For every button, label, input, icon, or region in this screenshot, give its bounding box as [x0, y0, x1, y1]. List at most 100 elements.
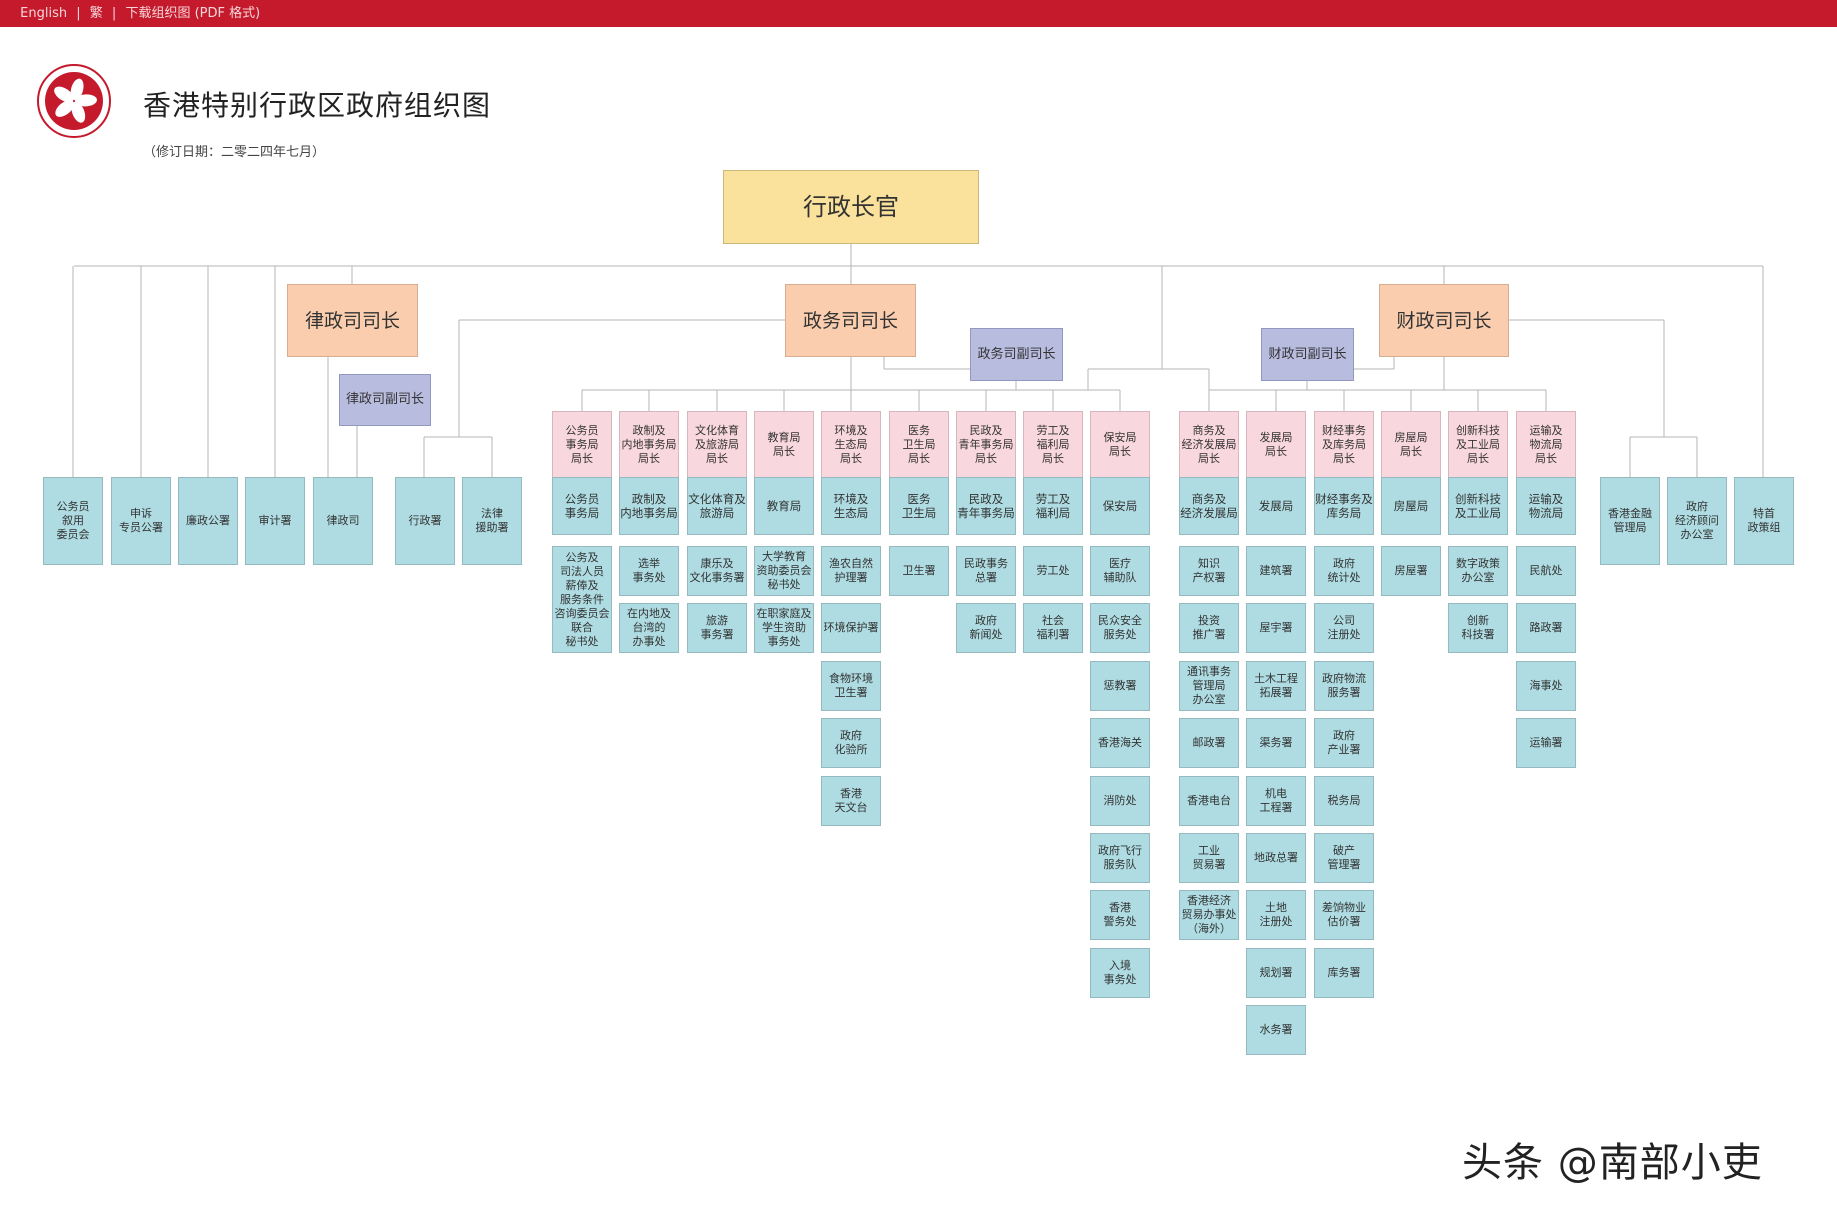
department-box: 水务署	[1246, 1005, 1306, 1055]
bureau-box: 文化体育及 旅游局	[687, 477, 747, 535]
bureau-head-box: 发展局 局长	[1246, 411, 1306, 477]
department-box: 劳工处	[1023, 546, 1083, 596]
bureau-box: 环境及 生态局	[821, 477, 881, 535]
hksar-emblem-logo	[37, 64, 111, 138]
traditional-chinese-link[interactable]: 繁	[89, 6, 103, 21]
department-box: 税务局	[1314, 776, 1374, 826]
download-pdf-link[interactable]: 下载组织图 (PDF 格式)	[125, 6, 261, 21]
bureau-head-box: 创新科技 及工业局 局长	[1448, 411, 1508, 477]
department-box: 香港海关	[1090, 718, 1150, 768]
department-box: 房屋署	[1381, 546, 1441, 596]
department-box: 破产 管理署	[1314, 833, 1374, 883]
department-box: 政府飞行 服务队	[1090, 833, 1150, 883]
bureau-head-box: 公务员 事务局 局长	[552, 411, 612, 477]
bureau-head-box: 医务 卫生局 局长	[889, 411, 949, 477]
bureau-box: 政制及 内地事务局	[619, 477, 679, 535]
independent-office-box: 廉政公署	[178, 477, 238, 565]
bureau-head-box: 环境及 生态局 局长	[821, 411, 881, 477]
department-box: 民政事务 总署	[956, 546, 1016, 596]
bureau-box: 创新科技 及工业局	[1448, 477, 1508, 535]
department-box: 运输署	[1516, 718, 1576, 768]
bureau-head-box: 民政及 青年事务局 局长	[956, 411, 1016, 477]
bureau-head-box: 财经事务 及库务局 局长	[1314, 411, 1374, 477]
department-box: 在职家庭及 学生资助 事务处	[754, 603, 814, 653]
department-box: 土地 注册处	[1246, 890, 1306, 940]
deputy-secretary-for-justice-box: 律政司副司长	[339, 374, 431, 426]
department-box: 差饷物业 估价署	[1314, 890, 1374, 940]
department-box: 惩教署	[1090, 661, 1150, 711]
bureau-box: 运输及 物流局	[1516, 477, 1576, 535]
independent-office-box: 申诉 专员公署	[111, 477, 171, 565]
department-box: 公司 注册处	[1314, 603, 1374, 653]
department-box: 香港 警务处	[1090, 890, 1150, 940]
department-box: 政府 产业署	[1314, 718, 1374, 768]
department-box: 民众安全 服务处	[1090, 603, 1150, 653]
department-box: 海事处	[1516, 661, 1576, 711]
chief-secretary-box: 政务司司长	[785, 284, 916, 357]
independent-office-box: 审计署	[245, 477, 305, 565]
department-box: 渠务署	[1246, 718, 1306, 768]
deputy-financial-secretary-box: 财政司副司长	[1261, 328, 1354, 381]
department-box: 选举 事务处	[619, 546, 679, 596]
department-box: 民航处	[1516, 546, 1576, 596]
bureau-head-box: 商务及 经济发展局 局长	[1179, 411, 1239, 477]
department-box: 在内地及 台湾的 办事处	[619, 603, 679, 653]
department-box: 大学教育 资助委员会 秘书处	[754, 546, 814, 596]
bureau-head-box: 教育局 局长	[754, 411, 814, 477]
department-box: 机电 工程署	[1246, 776, 1306, 826]
department-box: 规划署	[1246, 948, 1306, 998]
department-box: 建筑署	[1246, 546, 1306, 596]
secretary-for-justice-box: 律政司司长	[287, 284, 418, 357]
bureau-box: 商务及 经济发展局	[1179, 477, 1239, 535]
bureau-box: 教育局	[754, 477, 814, 535]
department-box: 土木工程 拓展署	[1246, 661, 1306, 711]
bureau-head-box: 房屋局 局长	[1381, 411, 1441, 477]
bureau-box: 房屋局	[1381, 477, 1441, 535]
top-bar: English | 繁 | 下载组织图 (PDF 格式)	[0, 0, 1837, 27]
independent-office-box: 特首 政策组	[1734, 477, 1794, 565]
department-box: 环境保护署	[821, 603, 881, 653]
revision-date: （修订日期：二零二四年七月）	[143, 145, 326, 160]
separator: |	[76, 6, 81, 21]
department-box: 政府 化验所	[821, 718, 881, 768]
department-box: 公务及 司法人员 薪俸及 服务条件 咨询委员会 联合 秘书处	[552, 546, 612, 653]
independent-office-box: 香港金融 管理局	[1600, 477, 1660, 565]
department-box: 卫生署	[889, 546, 949, 596]
bureau-head-box: 劳工及 福利局 局长	[1023, 411, 1083, 477]
department-box: 政府物流 服务署	[1314, 661, 1374, 711]
independent-office-box: 政府 经济顾问 办公室	[1667, 477, 1727, 565]
department-box: 消防处	[1090, 776, 1150, 826]
department-box: 邮政署	[1179, 718, 1239, 768]
independent-office-box: 行政署	[395, 477, 455, 565]
page-title: 香港特别行政区政府组织图	[143, 89, 492, 122]
department-box: 屋宇署	[1246, 603, 1306, 653]
department-box: 食物环境 卫生署	[821, 661, 881, 711]
financial-secretary-box: 财政司司长	[1379, 284, 1509, 357]
department-box: 地政总署	[1246, 833, 1306, 883]
department-box: 社会 福利署	[1023, 603, 1083, 653]
separator: |	[111, 6, 117, 21]
department-box: 入境 事务处	[1090, 948, 1150, 998]
department-box: 库务署	[1314, 948, 1374, 998]
bureau-head-box: 文化体育 及旅游局 局长	[687, 411, 747, 477]
department-box: 投资 推广署	[1179, 603, 1239, 653]
bureau-head-box: 政制及 内地事务局 局长	[619, 411, 679, 477]
department-box: 医疗 辅助队	[1090, 546, 1150, 596]
bureau-box: 劳工及 福利局	[1023, 477, 1083, 535]
department-box: 路政署	[1516, 603, 1576, 653]
department-box: 知识 产权署	[1179, 546, 1239, 596]
deputy-chief-secretary-box: 政务司副司长	[970, 328, 1063, 381]
department-box: 旅游 事务署	[687, 603, 747, 653]
bureau-head-box: 运输及 物流局 局长	[1516, 411, 1576, 477]
department-box: 政府 新闻处	[956, 603, 1016, 653]
independent-office-box: 公务员 叙用 委员会	[43, 477, 103, 565]
watermark-text: 头条 @南部小吏	[1462, 1140, 1763, 1186]
bureau-box: 发展局	[1246, 477, 1306, 535]
department-box: 香港经济 贸易办事处 （海外）	[1179, 890, 1239, 940]
department-box: 康乐及 文化事务署	[687, 546, 747, 596]
chief-executive-box: 行政长官	[723, 170, 979, 244]
department-box: 渔农自然 护理署	[821, 546, 881, 596]
english-link[interactable]: English	[20, 6, 68, 21]
bureau-box: 民政及 青年事务局	[956, 477, 1016, 535]
